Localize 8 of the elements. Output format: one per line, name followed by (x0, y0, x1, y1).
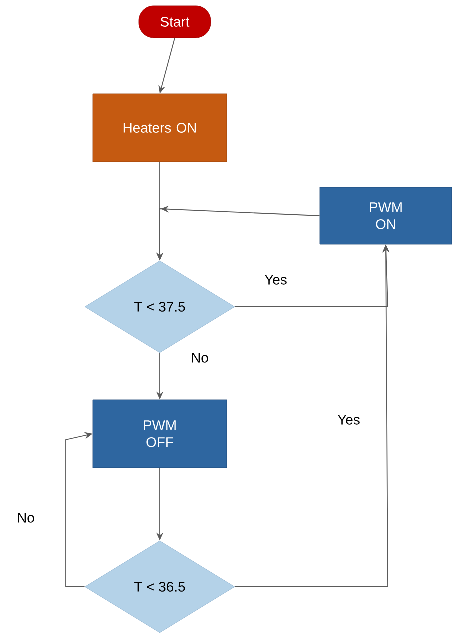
process-box: PWM ON (320, 187, 452, 245)
process-box: PWM OFF (92, 400, 228, 468)
edge-label: No (16, 512, 36, 524)
edge-label: No (190, 352, 210, 364)
edge-label: Yes (264, 274, 288, 286)
start-terminal: Start (138, 6, 212, 38)
process-box: Heaters ON (92, 94, 228, 162)
edge-label: Yes (336, 414, 362, 426)
